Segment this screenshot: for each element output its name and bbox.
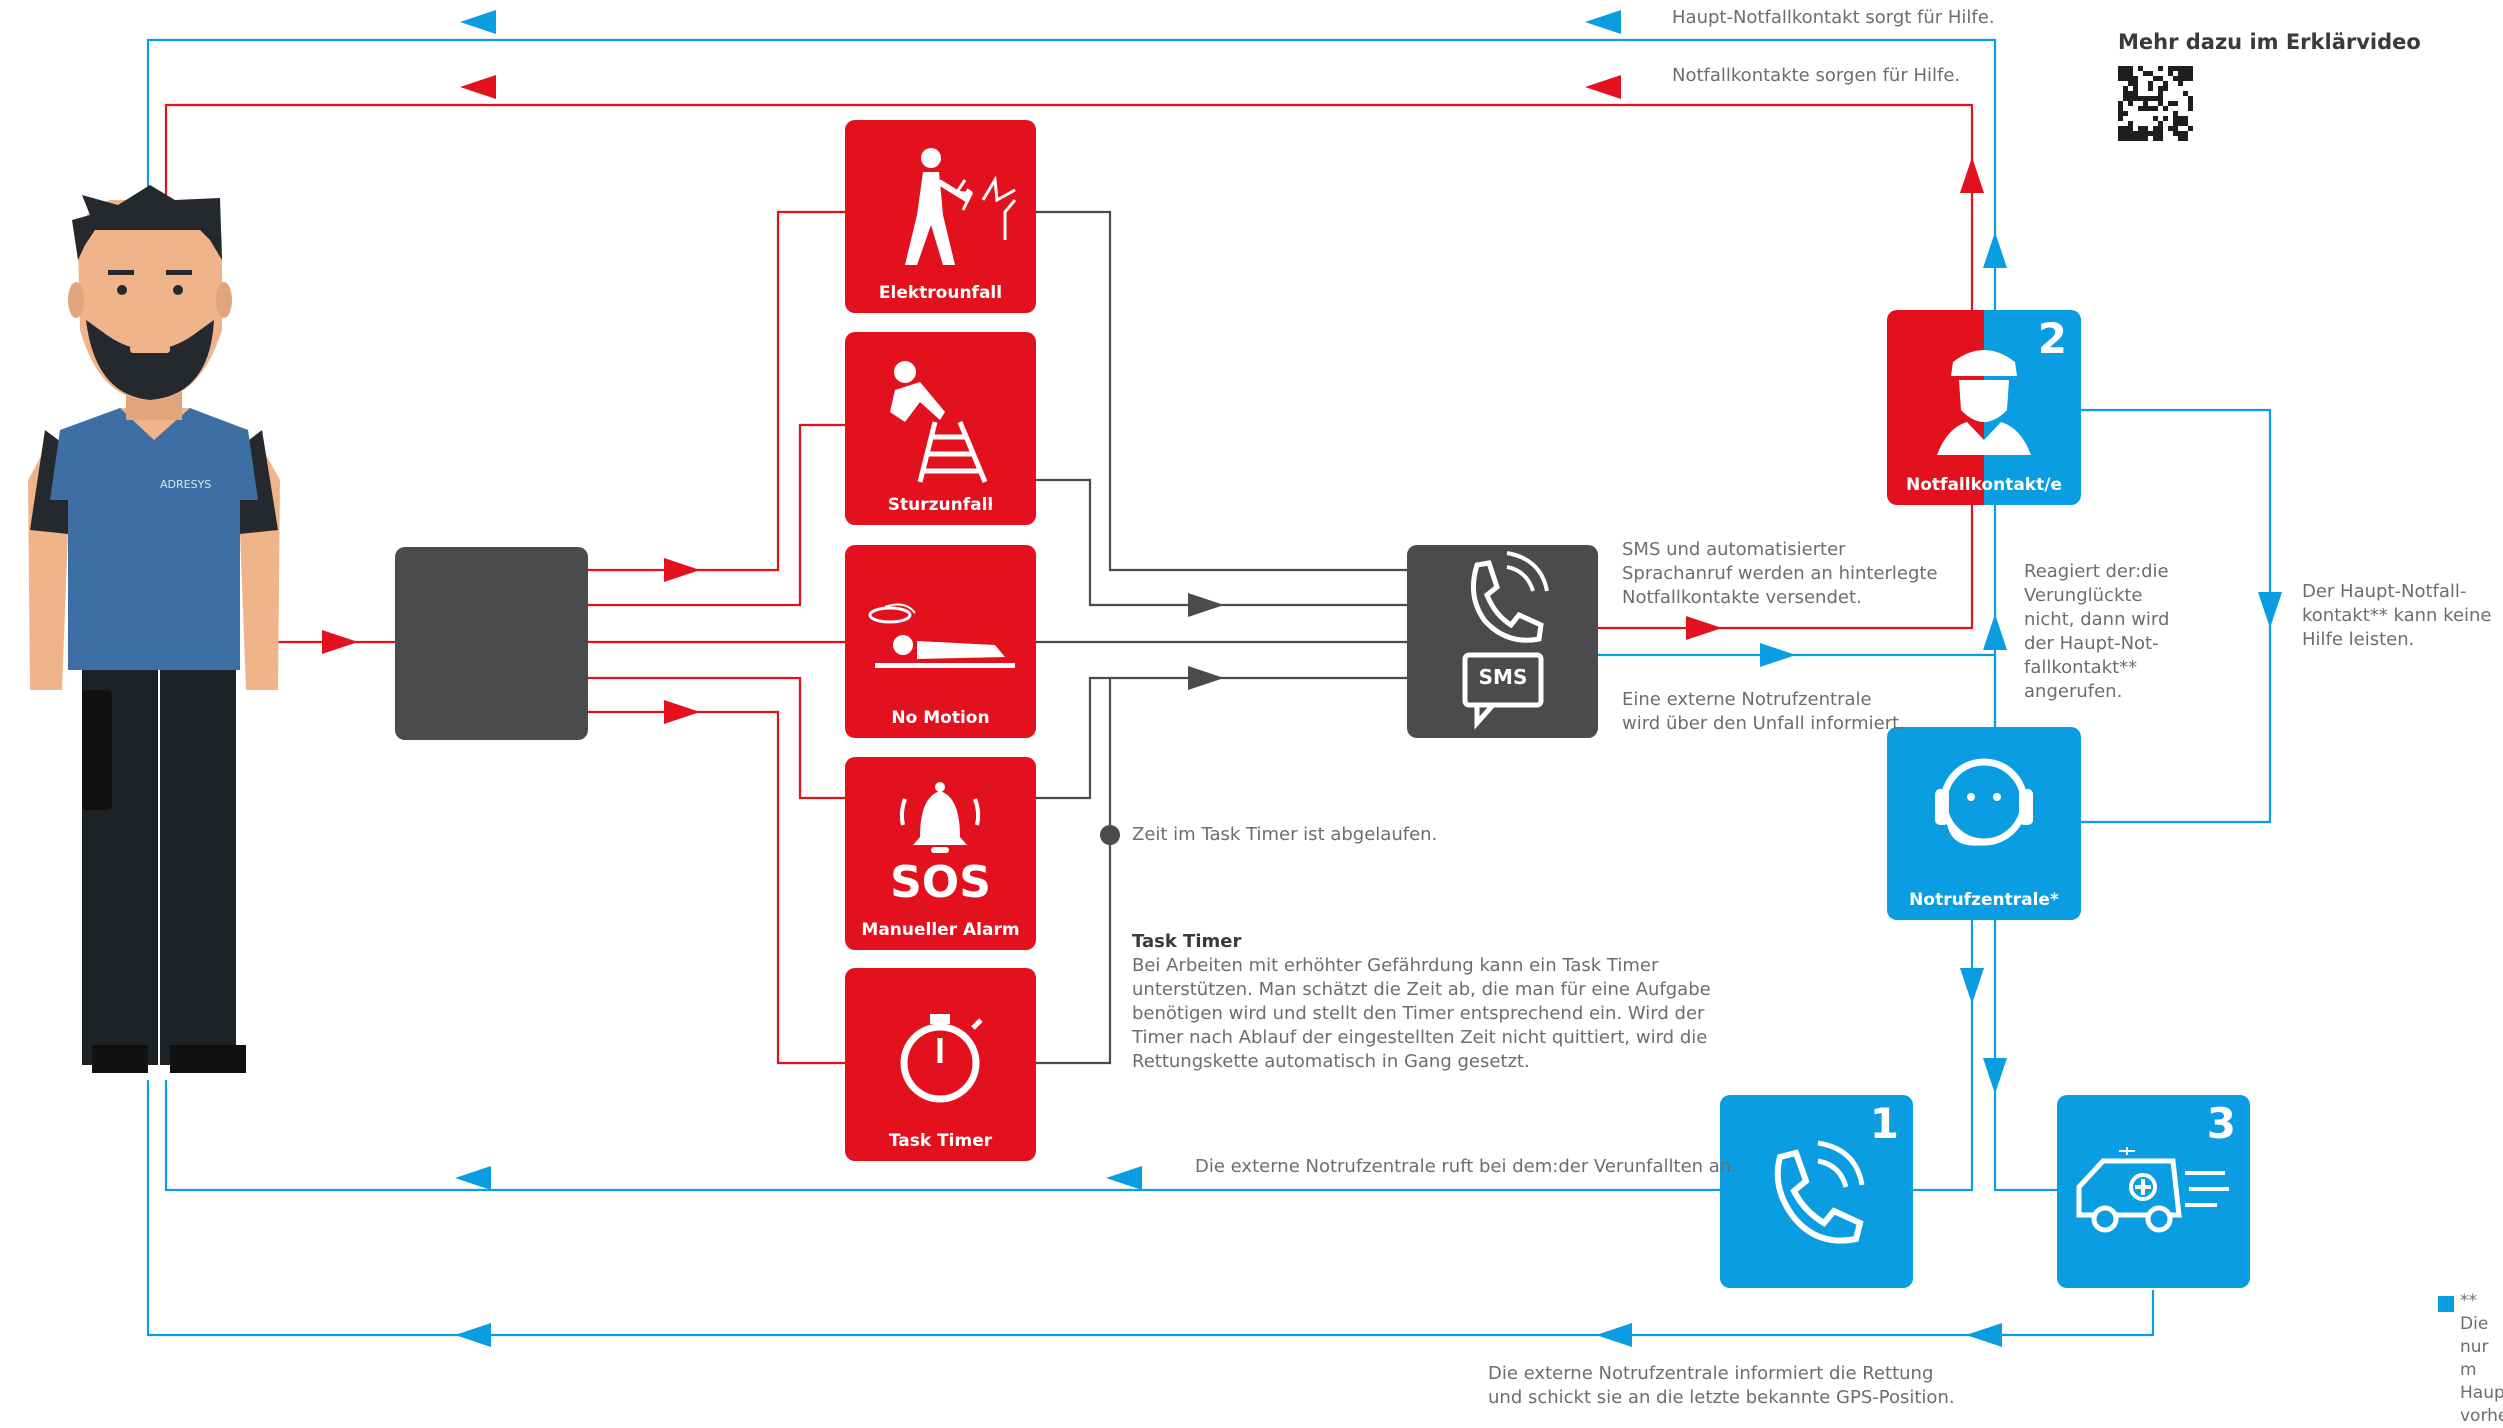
task-timer-description: Bei Arbeiten mit erhöhter Gefährdung kan… (1132, 955, 1711, 1072)
bell-sos-icon (899, 782, 981, 853)
phone-sms-icon (1462, 551, 1549, 730)
qr-code[interactable] (2118, 66, 2193, 141)
annotation-external: Eine externe Notrufzentrale wird über de… (1622, 689, 1905, 734)
ambulance-icon (2076, 1147, 2229, 1233)
loop-contacts-line (164, 103, 1974, 312)
gps-line (146, 1080, 2155, 1337)
annotation-main-contact-help: Haupt-Notfallkontakt sorgt für Hilfe. (1672, 7, 1995, 28)
accident-sturzunfall[interactable]: Sturzunfall (845, 332, 1036, 525)
sos-text: SOS (890, 857, 991, 908)
falling-ladder-icon (890, 361, 988, 483)
accident-elektrounfall[interactable]: Elektrounfall (845, 120, 1036, 313)
headset-operator-icon (1935, 758, 2033, 846)
node-number: 3 (2206, 1099, 2236, 1148)
accident-label: Sturzunfall (887, 495, 994, 515)
accident-label: Manueller Alarm (861, 920, 1020, 940)
node-notfallkontakt[interactable]: 2 Notfallkontakt/e (1887, 310, 2081, 505)
node-label: Notfallkontakt/e (1906, 475, 2062, 495)
center-to-ambulance-line (1993, 920, 2057, 1192)
node-notrufzentrale[interactable]: Notrufzentrale* (1887, 727, 2081, 920)
annotation-sms: SMS und automatisierter Sprachanruf werd… (1622, 539, 1938, 608)
node-number: 1 (1869, 1099, 1899, 1148)
annotation-call-back: Die externe Notrufzentrale ruft bei dem:… (1195, 1156, 1737, 1177)
node-label: Notrufzentrale* (1909, 890, 2059, 910)
stopwatch-icon (900, 1014, 983, 1103)
footnote-text: ** Die nur m Haup vorhe (2460, 1291, 2503, 1426)
person-cap-icon (1937, 350, 2031, 455)
accident-no-motion[interactable]: No Motion (845, 545, 1036, 738)
footnote-marker (2438, 1296, 2454, 1312)
sms-to-contact-line (1598, 505, 1974, 630)
lying-person-icon (868, 603, 1015, 668)
annotation-gps: Die externe Notrufzentrale informiert di… (1488, 1363, 1955, 1408)
sms-label: SMS (1478, 665, 1528, 689)
accident-manueller-alarm[interactable]: SOS Manueller Alarm (845, 757, 1036, 950)
accident-task-timer[interactable]: Task Timer (845, 968, 1036, 1161)
phone-call-icon (1774, 1140, 1865, 1244)
shirt-logo: ADRESYS (160, 478, 211, 491)
call-back-line (164, 1080, 1720, 1192)
node-call-back[interactable]: 1 (1720, 1095, 1913, 1288)
accident-label: Elektrounfall (878, 283, 1003, 303)
loop-main-contact-line (146, 38, 1997, 312)
node-number: 2 (2037, 314, 2067, 363)
sms-to-center-line (1598, 653, 1997, 730)
worker-illustration: ADRESYS (28, 185, 280, 1073)
annotation-no-help: Der Haupt-Notfall- kontakt** kann keine … (2302, 581, 2492, 650)
task-timer-title: Task Timer (1132, 931, 1242, 952)
accident-label: No Motion (891, 708, 990, 728)
annotation-contacts-help: Notfallkontakte sorgen für Hilfe. (1672, 65, 1961, 86)
video-label: Mehr dazu im Erklärvideo (2118, 30, 2421, 54)
annotation-timer-expired: Zeit im Task Timer ist abgelaufen. (1132, 824, 1438, 845)
smartphone-device-box[interactable] (395, 547, 588, 740)
communication-box[interactable]: SMS (1407, 545, 1598, 738)
node-ambulance[interactable]: 3 (2057, 1095, 2250, 1288)
accident-label: Task Timer (888, 1131, 993, 1151)
electric-shock-icon (905, 148, 1017, 265)
annotation-no-response: Reagiert der:die Verunglückte nicht, dan… (2024, 561, 2170, 702)
